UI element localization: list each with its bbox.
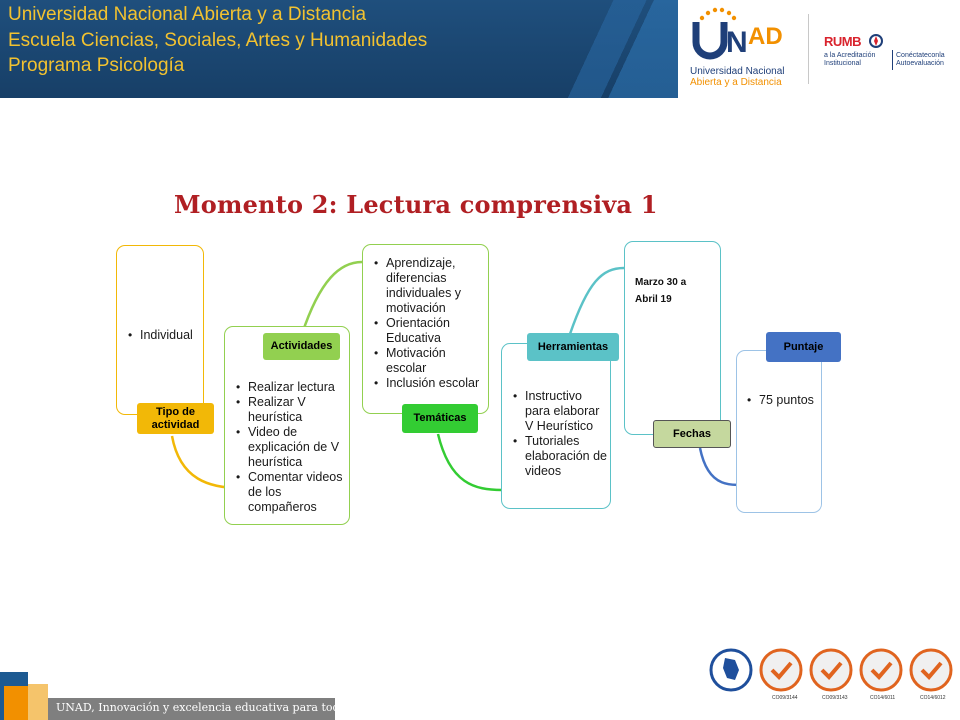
footer-decoration-orange	[4, 686, 30, 720]
sgs-seal-icon	[909, 648, 953, 692]
tematicas-box: Aprendizaje, diferencias individuales y …	[362, 244, 489, 414]
actividades-item: Comentar videos de los compañeros	[235, 470, 347, 515]
puntaje-box: 75 puntos	[736, 350, 822, 513]
sgs-seal-icon	[809, 648, 853, 692]
logo-divider	[808, 14, 809, 84]
fechas-box: Marzo 30 a Abril 19	[624, 241, 721, 435]
cert-code: CO09/3143	[822, 695, 848, 701]
herramientas-box: Instructivo para elaborar V Heurístico T…	[501, 343, 611, 509]
tematicas-item: Inclusión escolar	[373, 376, 487, 391]
puntaje-item: 75 puntos	[746, 393, 820, 408]
page-title: Momento 2: Lectura comprensiva 1	[174, 190, 658, 219]
actividades-item: Video de explicación de V heurística	[235, 425, 347, 470]
tipo-actividad-box: Individual	[116, 245, 204, 415]
tipo-actividad-item: Individual	[127, 328, 203, 343]
svg-text:AD: AD	[748, 23, 783, 50]
herramientas-item: Tutoriales elaboración de videos	[512, 434, 610, 479]
unad-logo: N AD	[692, 7, 783, 60]
footer-slogan-bar: UNAD, Innovación y excelencia educativa …	[48, 698, 355, 720]
header-program: Programa Psicología	[8, 55, 185, 76]
cert-code: CO14/6011	[870, 695, 896, 701]
connector-actividades-tematicas	[300, 260, 363, 335]
tipo-actividad-label: Tipo de actividad	[137, 403, 214, 434]
tematicas-item: Aprendizaje, diferencias individuales y …	[373, 256, 487, 316]
sgs-seal-icon	[759, 648, 803, 692]
fechas-value: Marzo 30 a Abril 19	[635, 277, 687, 305]
footer-slogan: UNAD, Innovación y excelencia educativa …	[56, 701, 356, 714]
header-band: Universidad Nacional Abierta y a Distanc…	[0, 0, 678, 98]
header-university: Universidad Nacional Abierta y a Distanc…	[8, 4, 367, 25]
herramientas-item: Instructivo para elaborar V Heurístico	[512, 389, 610, 434]
actividades-item: Realizar V heurística	[235, 395, 347, 425]
cert-code: CO09/3144	[772, 695, 798, 701]
colombia-seal-icon	[709, 648, 753, 692]
tematicas-label: Temáticas	[402, 404, 478, 433]
actividades-label: Actividades	[263, 333, 340, 360]
sgs-seal-icon	[859, 648, 903, 692]
herramientas-label: Herramientas	[527, 333, 619, 361]
cert-code: CO14/6012	[920, 695, 946, 701]
puntaje-label: Puntaje	[766, 332, 841, 362]
footer-decoration-lightorange	[28, 684, 48, 720]
tematicas-item: Motivación escolar	[373, 346, 487, 376]
unad-logo-text: Universidad Nacional Abierta y a Distanc…	[690, 66, 785, 88]
header: Universidad Nacional Abierta y a Distanc…	[0, 0, 960, 98]
tematicas-item: Orientación Educativa	[373, 316, 487, 346]
svg-text:N: N	[726, 26, 748, 59]
header-school: Escuela Ciencias, Sociales, Artes y Huma…	[8, 30, 428, 51]
fechas-label: Fechas	[653, 420, 731, 448]
connector-herramientas-fechas	[568, 266, 625, 335]
actividades-box: Realizar lectura Realizar V heurística V…	[224, 326, 350, 525]
connector-tematicas-herramientas	[436, 433, 503, 492]
actividades-item: Realizar lectura	[235, 380, 347, 395]
compass-icon	[869, 34, 883, 48]
header-decoration	[540, 0, 678, 98]
